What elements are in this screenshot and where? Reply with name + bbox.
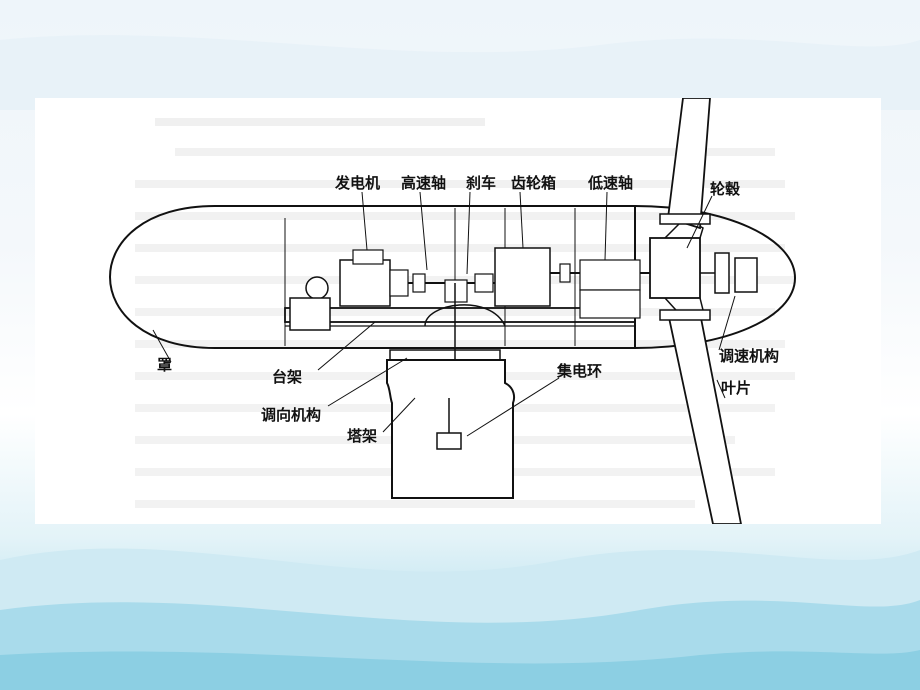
blade-upper-shape	[667, 98, 711, 230]
label-slip-ring: 集电环	[556, 362, 602, 380]
slip-ring-shape	[436, 432, 462, 450]
label-hub: 轮毂	[710, 180, 740, 198]
label-gearbox: 齿轮箱	[511, 174, 556, 192]
gearbox-shape	[494, 247, 551, 307]
leader-lines	[152, 191, 736, 437]
label-blade: 叶片	[721, 379, 751, 397]
shaft-brake-shape	[408, 273, 495, 303]
label-generator: 发电机	[334, 174, 380, 192]
label-yaw-mechanism: 调向机构	[261, 406, 321, 424]
label-high-speed-shaft: 高速轴	[401, 174, 446, 192]
low-speed-shaft-shape	[550, 259, 665, 319]
tower-shape	[386, 359, 515, 499]
label-low-speed-shaft: 低速轴	[587, 174, 633, 192]
speed-regulator-shape	[700, 252, 758, 294]
label-bedplate: 台架	[272, 368, 302, 386]
wind-turbine-nacelle-diagram: 发电机 高速轴 刹车 齿轮箱 低速轴 轮毂 罩 台架 调向机构 塔架 集电环 调…	[109, 98, 797, 524]
label-speed-regulator: 调速机构	[719, 347, 779, 365]
nacelle-cover-shape	[109, 205, 636, 349]
generator-shape	[289, 249, 409, 331]
hub-shape	[649, 217, 704, 321]
diagram-panel: 发电机 高速轴 刹车 齿轮箱 低速轴 轮毂 罩 台架 调向机构 塔架 集电环 调…	[35, 98, 881, 524]
nacelle-nose-shape	[634, 205, 797, 349]
label-tower: 塔架	[347, 427, 377, 445]
label-cover: 罩	[157, 356, 172, 374]
label-brake: 刹车	[466, 174, 496, 192]
